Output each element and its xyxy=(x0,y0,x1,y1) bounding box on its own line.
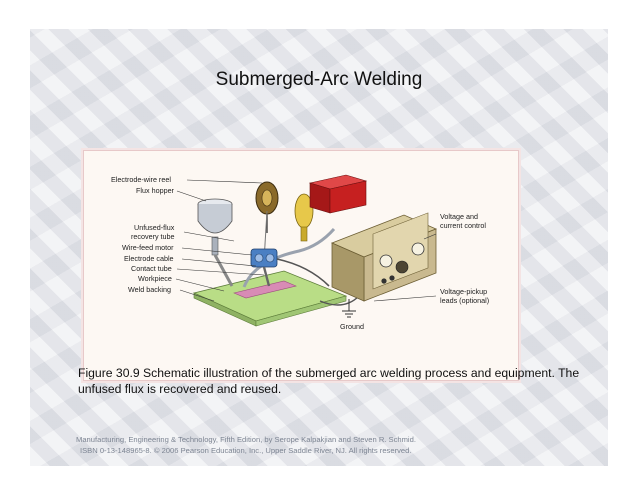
footer-line-1: Manufacturing, Engineering & Technology,… xyxy=(76,435,416,444)
workpiece-plate xyxy=(192,270,348,322)
label-flux-hopper: Flux hopper xyxy=(136,186,175,195)
contact-tube xyxy=(262,266,271,287)
label-wire-feed-motor: Wire-feed motor xyxy=(122,243,174,252)
welding-schematic: Electrode-wire reel Flux hopper Unfused-… xyxy=(111,174,489,331)
figure-caption: Figure 30.9 Schematic illustration of th… xyxy=(78,366,580,396)
gauge-icon xyxy=(411,242,425,256)
weld-backing-side xyxy=(255,295,347,327)
label-voltage-pickup: Voltage-pickup xyxy=(440,287,487,296)
label-recovery-tube: recovery tube xyxy=(131,232,175,241)
slide-title: Submerged-Arc Welding xyxy=(215,69,423,90)
label-leads-optional: leads (optional) xyxy=(440,296,489,305)
footer-line-2: ISBN 0-13-148965-8. © 2006 Pearson Educa… xyxy=(80,446,412,455)
label-current-control: current control xyxy=(440,221,486,230)
control-panel xyxy=(372,212,429,290)
flux-hopper-neck xyxy=(211,236,219,256)
flux-bottle-neck xyxy=(300,226,308,242)
wire-feed-motor-wheel xyxy=(265,253,275,263)
label-electrode-wire-reel: Electrode-wire reel xyxy=(111,175,171,184)
slide: Submerged-Arc Welding xyxy=(30,29,608,466)
flux-hopper-body xyxy=(197,204,233,234)
label-unfused-flux: Unfused-flux xyxy=(134,223,175,232)
ground-cable xyxy=(319,295,360,306)
label-weld-backing: Weld backing xyxy=(128,285,171,294)
label-ground: Ground xyxy=(340,322,364,331)
footer-credits: Manufacturing, Engineering & Technology,… xyxy=(76,434,576,456)
control-knob-icon xyxy=(381,278,387,284)
control-knob-icon xyxy=(389,275,395,281)
recovery-tube xyxy=(242,228,336,288)
leader-lines xyxy=(175,179,437,302)
electrode-wire-reel-hub xyxy=(261,189,273,207)
gauge-icon xyxy=(379,254,393,268)
label-workpiece: Workpiece xyxy=(138,274,172,283)
flux-feed-tube xyxy=(213,254,234,287)
control-box-side xyxy=(331,242,365,302)
electrode-cable xyxy=(276,258,330,287)
red-box-side xyxy=(329,180,367,214)
control-knob-icon xyxy=(395,260,409,274)
wire-feed-motor-wheel xyxy=(254,253,264,263)
label-electrode-cable: Electrode cable xyxy=(124,254,174,263)
label-contact-tube: Contact tube xyxy=(131,264,172,273)
label-voltage-and: Voltage and xyxy=(440,212,478,221)
weld-bead xyxy=(233,280,297,299)
figure-illustration: Electrode-wire reel Flux hopper Unfused-… xyxy=(83,150,519,381)
